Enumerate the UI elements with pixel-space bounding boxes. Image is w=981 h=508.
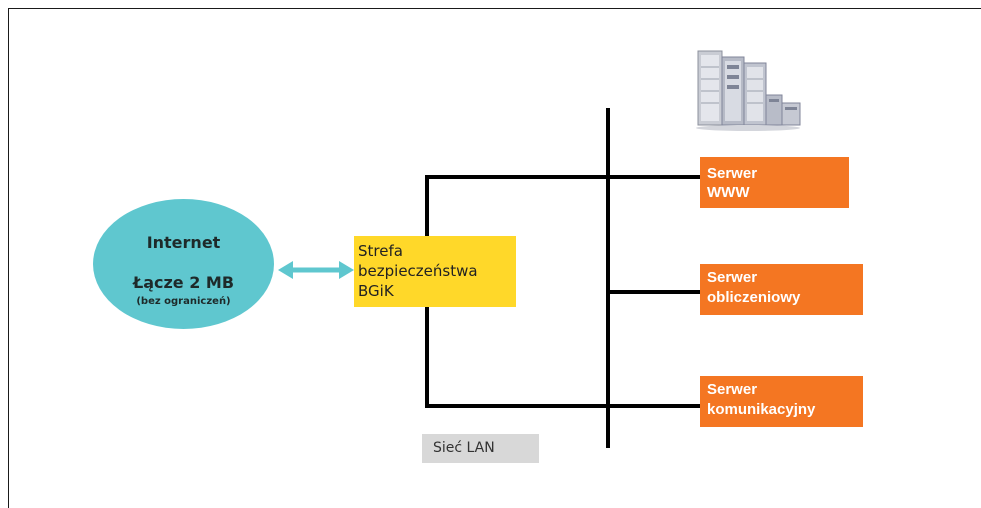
lan-label-box: Sieć LAN [422, 434, 539, 463]
link-compute-line [606, 290, 702, 294]
server-www-box: Serwer WWW [700, 157, 849, 208]
internet-link-speed: Łącze 2 MB [132, 273, 235, 292]
server-www-line-2: WWW [707, 184, 750, 201]
server-compute-line-2: obliczeniowy [707, 289, 801, 306]
server-comm-box: Serwer komunikacyjny [700, 376, 863, 427]
security-zone-box: Strefa bezpieczeństwa BGiK [354, 236, 516, 307]
server-comm-line-2: komunikacyjny [707, 401, 816, 418]
lan-label: Sieć LAN [433, 440, 495, 456]
server-rack-icon [696, 50, 801, 131]
zone-line-3: BGiK [358, 282, 394, 300]
frame-top-line [8, 8, 981, 9]
lan-backbone-line [606, 108, 610, 448]
internet-title: Internet [146, 233, 221, 252]
server-compute-box: Serwer obliczeniowy [700, 264, 863, 315]
internet-node: Internet Łącze 2 MB (bez ograniczeń) [93, 199, 274, 329]
double-arrow-icon [278, 261, 354, 279]
frame-left-line [8, 8, 9, 508]
zone-line-2: bezpieczeństwa [358, 262, 478, 280]
zone-line-1: Strefa [358, 242, 403, 260]
link-www-line [425, 175, 702, 179]
server-www-line-1: Serwer [707, 165, 758, 182]
server-compute-line-1: Serwer [707, 269, 758, 286]
link-comm-line [425, 404, 702, 408]
internet-link-note: (bez ograniczeń) [136, 296, 231, 307]
server-comm-line-1: Serwer [707, 381, 758, 398]
